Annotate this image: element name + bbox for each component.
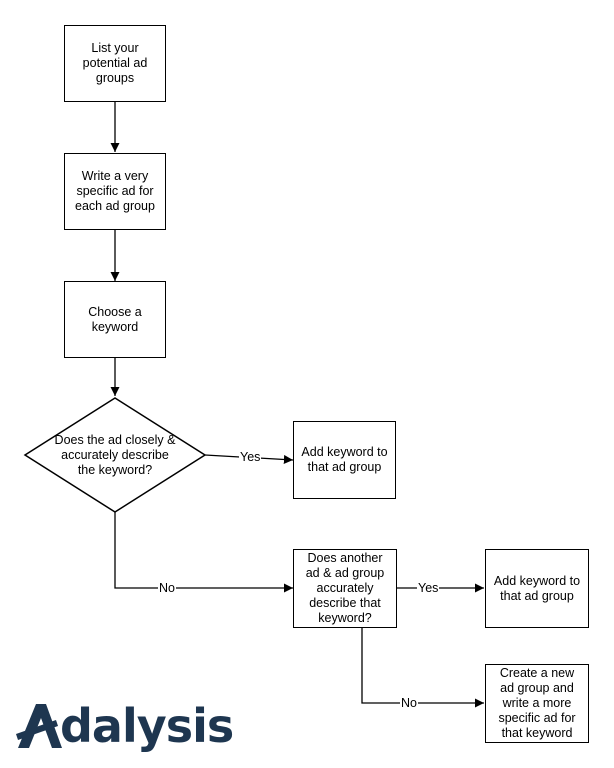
add-keyword-box-1: Add keyword to that ad group — [293, 421, 396, 499]
edge-label-yes-2: Yes — [417, 581, 440, 595]
edge-label-no-1: No — [158, 581, 176, 595]
decision-2-box: Does another ad & ad group accurately de… — [293, 549, 397, 628]
create-new-ad-group-text: Create a new ad group and write a more s… — [498, 666, 576, 740]
adalysis-logo: dalysis — [16, 699, 234, 753]
arrow-decision1-no — [114, 512, 293, 593]
choose-keyword-box: Choose a keyword — [64, 281, 166, 358]
write-ad-text: Write a very specific ad for each ad gro… — [75, 169, 155, 213]
decision-2-text: Does another ad & ad group accurately de… — [305, 551, 385, 625]
add-keyword-box-2: Add keyword to that ad group — [485, 549, 589, 628]
list-ad-groups-text: List your potential ad groups — [82, 41, 148, 85]
write-ad-box: Write a very specific ad for each ad gro… — [64, 153, 166, 230]
decision-1-diamond — [23, 397, 207, 513]
add-keyword-text-2: Add keyword to that ad group — [493, 573, 581, 603]
list-ad-groups-box: List your potential ad groups — [64, 25, 166, 102]
adalysis-logo-text: dalysis — [60, 699, 234, 753]
adalysis-a-mark-icon — [16, 704, 62, 748]
edge-label-yes-1: Yes — [239, 450, 262, 464]
edge-label-no-2: No — [400, 696, 418, 710]
create-new-ad-group-box: Create a new ad group and write a more s… — [485, 664, 589, 743]
add-keyword-text-1: Add keyword to that ad group — [301, 445, 388, 474]
arrow-decision2-no — [361, 628, 484, 708]
choose-keyword-text: Choose a keyword — [88, 304, 142, 334]
decision-1-text: Does the ad closely & accurately describ… — [54, 432, 176, 477]
